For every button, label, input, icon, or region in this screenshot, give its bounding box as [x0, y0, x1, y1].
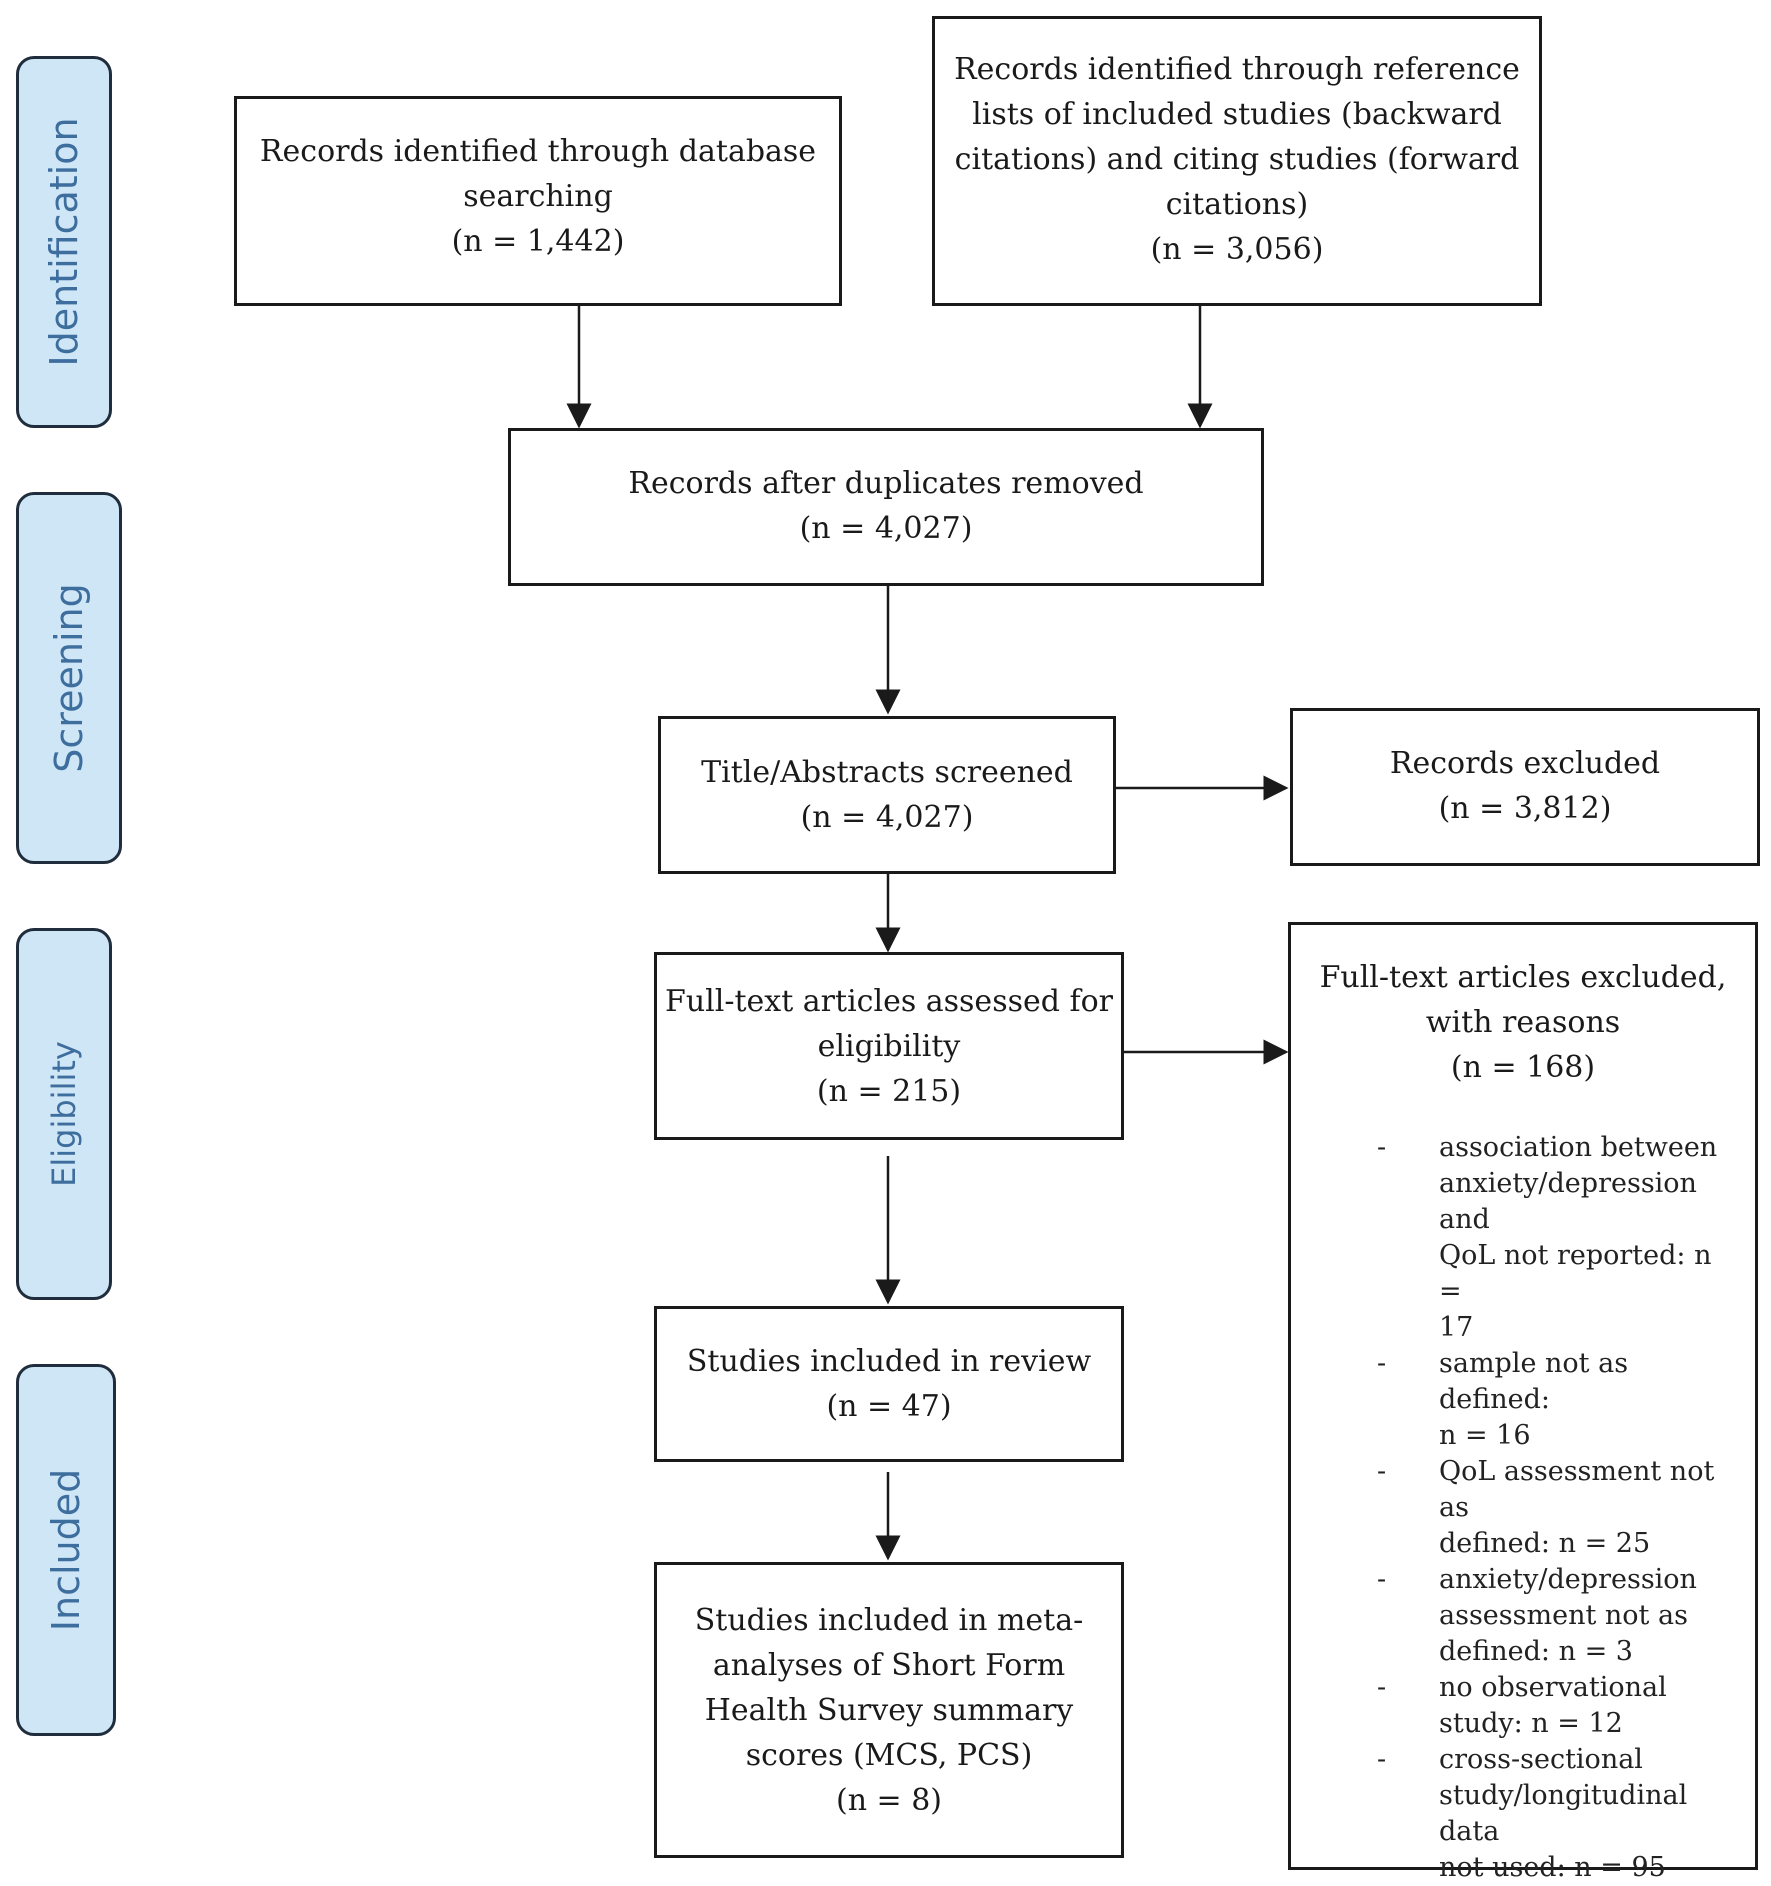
citation-records-line3: citations) and citing studies (forward: [954, 142, 1520, 177]
studies-in-review-box: Studies included in review (n = 47): [654, 1306, 1124, 1462]
duplicates-removed-box: Records after duplicates removed (n = 4,…: [508, 428, 1264, 586]
meta-analyses-count: (n = 8): [835, 1782, 943, 1818]
meta-analyses-line4: scores (MCS, PCS): [745, 1737, 1033, 1773]
fulltext-excluded-box: Full-text articles excluded, with reason…: [1288, 922, 1758, 1883]
phase-identification: Identification: [16, 56, 112, 428]
records-excluded-count: (n = 3,812): [1438, 791, 1612, 826]
reason-line: QoL not reported: n =: [1439, 1240, 1712, 1307]
phase-included: Included: [16, 1364, 116, 1736]
phase-eligibility: Eligibility: [16, 928, 112, 1300]
reason-line: 17: [1439, 1312, 1474, 1343]
fulltext-excluded-line2: with reasons: [1425, 1005, 1621, 1040]
citation-records-line4: citations): [1165, 187, 1309, 222]
reason-line: assessment not as: [1439, 1600, 1688, 1631]
citation-records-line1: Records identified through reference: [954, 52, 1520, 87]
screened-line1: Title/Abstracts screened: [701, 755, 1073, 790]
reason-line: QoL assessment not as: [1439, 1456, 1715, 1523]
fulltext-assessed-box: Full-text articles assessed for eligibil…: [654, 952, 1124, 1140]
fulltext-assessed-count: (n = 215): [816, 1073, 962, 1109]
reason-line: no observational: [1439, 1672, 1667, 1703]
fulltext-assessed-line1: Full-text articles assessed for: [665, 983, 1113, 1019]
reason-dash: -: [1377, 1456, 1387, 1487]
meta-analyses-line2: analyses of Short Form: [712, 1647, 1066, 1683]
database-records-line2: searching: [463, 179, 613, 214]
exclusion-reason: - sample not as defined: n = 16: [1291, 1346, 1755, 1454]
exclusion-reason: - cross-sectional study/longitudinal dat…: [1291, 1742, 1755, 1886]
fulltext-excluded-count: (n = 168): [1450, 1050, 1596, 1085]
reason-line: study/longitudinal data: [1439, 1780, 1688, 1847]
database-records-box: Records identified through database sear…: [234, 96, 842, 306]
reason-dash: -: [1377, 1672, 1387, 1703]
reason-dash: -: [1377, 1348, 1387, 1379]
reason-line: cross-sectional: [1439, 1744, 1643, 1775]
reason-line: study: n = 12: [1439, 1708, 1623, 1739]
exclusion-reasons-list: - association between anxiety/depression…: [1291, 1130, 1755, 1886]
database-records-count: (n = 1,442): [451, 224, 625, 259]
citation-records-box: Records identified through reference lis…: [932, 16, 1542, 306]
reason-dash: -: [1377, 1744, 1387, 1775]
title-abstract-screened-box: Title/Abstracts screened (n = 4,027): [658, 716, 1116, 874]
meta-analyses-line3: Health Survey summary: [704, 1692, 1074, 1728]
records-excluded-line1: Records excluded: [1389, 746, 1661, 781]
fulltext-excluded-header: Full-text articles excluded, with reason…: [1291, 955, 1755, 1090]
database-records-line1: Records identified through database: [259, 134, 817, 169]
studies-in-review-count: (n = 47): [826, 1389, 952, 1424]
phase-screening: Screening: [16, 492, 122, 864]
studies-in-review-line1: Studies included in review: [686, 1344, 1092, 1379]
reason-dash: -: [1377, 1132, 1387, 1163]
reason-line: association between: [1439, 1132, 1718, 1163]
exclusion-reason: - no observational study: n = 12: [1291, 1670, 1755, 1742]
screened-count: (n = 4,027): [800, 800, 974, 835]
fulltext-excluded-line1: Full-text articles excluded,: [1319, 960, 1727, 995]
citation-records-line2: lists of included studies (backward: [972, 97, 1502, 132]
meta-analyses-box: Studies included in meta- analyses of Sh…: [654, 1562, 1124, 1858]
reason-line: defined: n = 3: [1439, 1636, 1633, 1667]
reason-line: not used: n = 95: [1439, 1852, 1666, 1883]
reason-dash: -: [1377, 1564, 1387, 1595]
reason-line: n = 16: [1439, 1420, 1531, 1451]
reason-line: sample not as defined:: [1439, 1348, 1629, 1415]
exclusion-reason: - anxiety/depression assessment not as d…: [1291, 1562, 1755, 1670]
records-excluded-box: Records excluded (n = 3,812): [1290, 708, 1760, 866]
duplicates-removed-count: (n = 4,027): [799, 511, 973, 546]
exclusion-reason: - association between anxiety/depression…: [1291, 1130, 1755, 1346]
meta-analyses-line1: Studies included in meta-: [694, 1602, 1084, 1638]
fulltext-assessed-line2: eligibility: [817, 1028, 961, 1064]
reason-line: defined: n = 25: [1439, 1528, 1651, 1559]
citation-records-count: (n = 3,056): [1150, 232, 1324, 267]
reason-line: anxiety/depression and: [1439, 1168, 1697, 1235]
exclusion-reason: - QoL assessment not as defined: n = 25: [1291, 1454, 1755, 1562]
duplicates-removed-line1: Records after duplicates removed: [628, 466, 1144, 501]
reason-line: anxiety/depression: [1439, 1564, 1697, 1595]
